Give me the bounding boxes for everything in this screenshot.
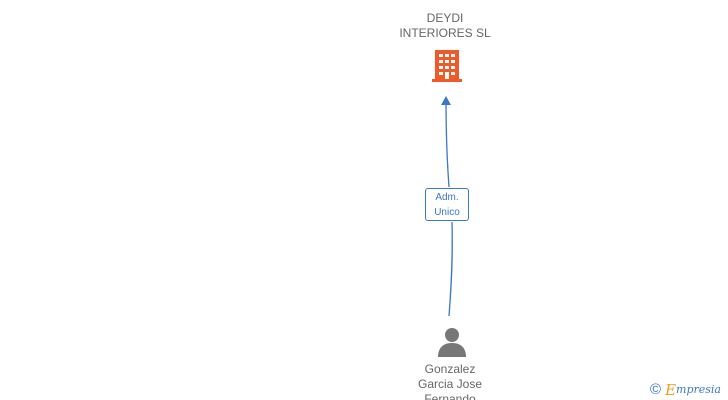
relation-role-box[interactable]: Adm. Unico [425,188,469,221]
copyright-icon: © [650,380,662,398]
person-icon[interactable] [435,326,469,358]
company-name-line2: INTERIORES SL [399,26,491,40]
connector-line-upper [445,99,450,188]
building-icon[interactable] [430,48,464,84]
person-name[interactable]: Gonzalez Garcia Jose Fernando [380,362,520,400]
brand-name: mpresia [676,382,721,396]
brand-initial: E [665,380,677,399]
person-name-line2: Garcia Jose [417,377,483,391]
connector-line-lower [448,221,453,317]
person-name-line3: Fernando [424,392,476,400]
company-name[interactable]: DEYDI INTERIORES SL [365,11,525,41]
relation-role-line1: Adm. [435,192,459,203]
arrow-head [441,96,451,105]
company-name-line1: DEYDI [426,11,464,25]
empresia-watermark: ©Empresia [650,380,721,399]
person-name-line1: Gonzalez [424,362,476,376]
relation-role-line2: Unico [434,207,460,218]
